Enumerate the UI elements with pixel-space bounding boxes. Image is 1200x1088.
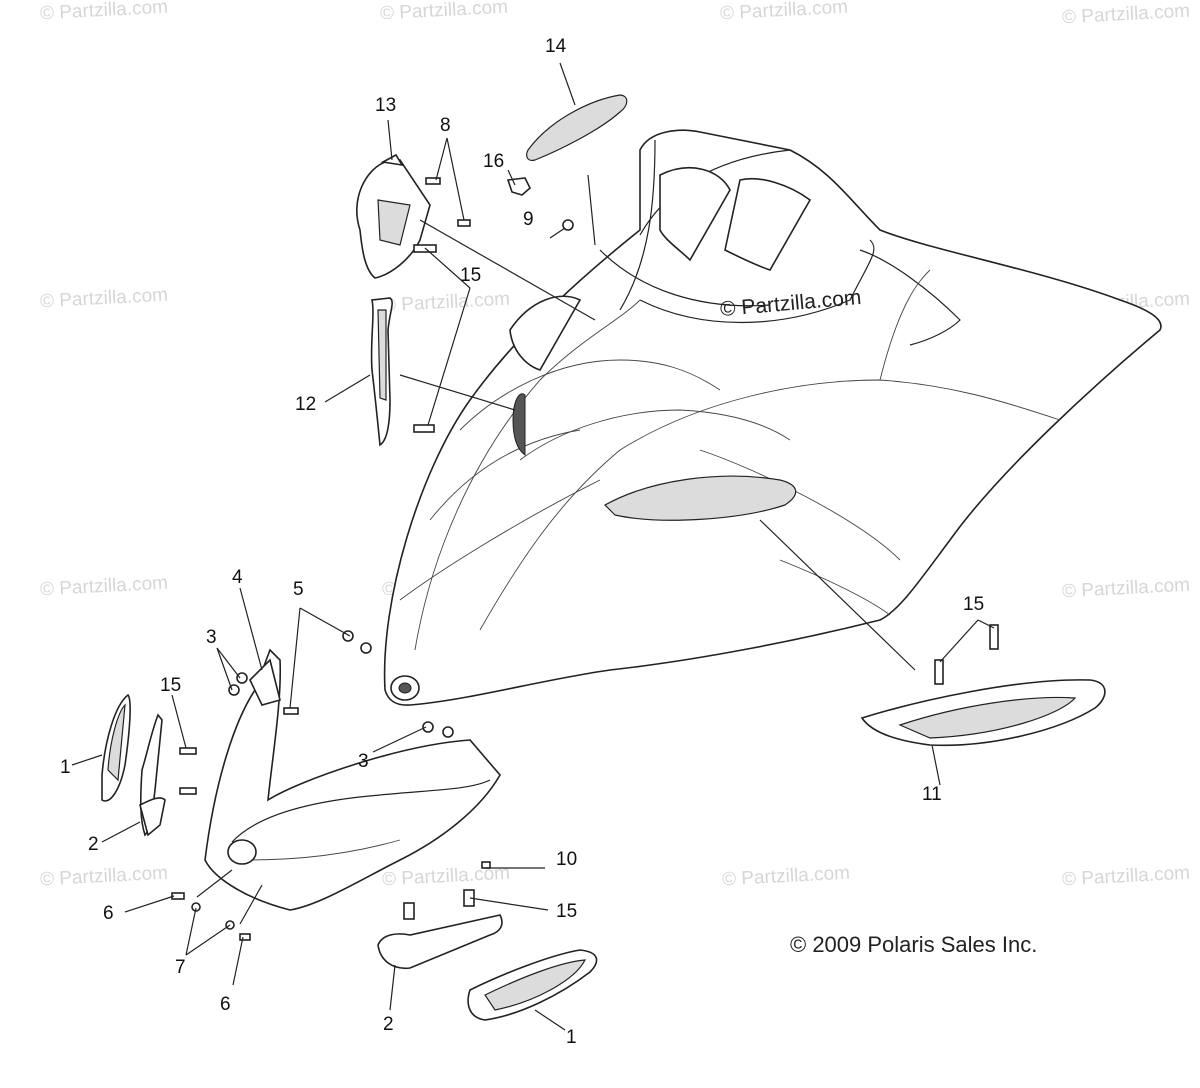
callout-11: 11 [922, 784, 942, 805]
callout-12: 12 [295, 394, 317, 415]
leader-lines [71, 62, 995, 1031]
callout-10: 10 [556, 849, 578, 870]
callout-15: 15 [556, 901, 578, 922]
callout-6: 6 [103, 903, 114, 924]
copyright-notice: © 2009 Polaris Sales Inc. [790, 932, 1038, 957]
callout-13: 13 [375, 95, 397, 116]
callout-3: 3 [206, 627, 217, 648]
part-11-vent [860, 624, 1106, 747]
hood-assembly [383, 129, 1162, 706]
lower-bracket-and-vent [377, 914, 598, 1021]
callout-8: 8 [440, 115, 451, 136]
callout-14: 14 [545, 36, 567, 57]
callout-9: 9 [523, 209, 534, 230]
callout-15: 15 [460, 265, 482, 286]
fasteners-lower [171, 630, 491, 941]
part-12-side-panel [370, 297, 393, 447]
callout-16: 16 [483, 151, 505, 172]
part-14-vent [526, 94, 628, 161]
callout-6: 6 [220, 994, 231, 1015]
part-4-bumper [204, 648, 501, 911]
part-13-deflector [356, 153, 431, 279]
callout-1: 1 [60, 757, 71, 778]
callout-1: 1 [566, 1027, 577, 1048]
callout-15: 15 [160, 675, 182, 696]
callout-2: 2 [88, 834, 99, 855]
callout-3: 3 [358, 751, 369, 772]
callout-15: 15 [963, 594, 985, 615]
callout-5: 5 [293, 579, 304, 600]
callout-7: 7 [175, 957, 186, 978]
callout-2: 2 [383, 1014, 394, 1035]
callout-4: 4 [232, 567, 243, 588]
left-parts [101, 693, 166, 837]
